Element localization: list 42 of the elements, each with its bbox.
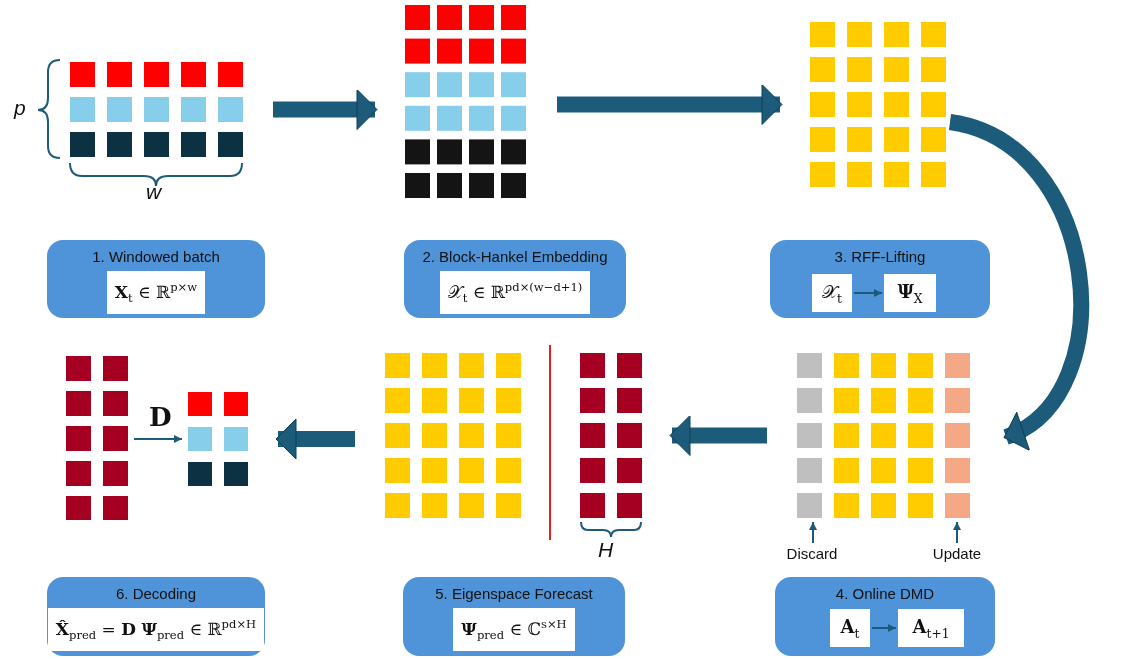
formula-box: A$_{t+1}$ <box>898 609 964 647</box>
arrow <box>273 89 378 130</box>
step-panel <box>775 577 995 656</box>
matrix-drawing <box>66 356 128 520</box>
arrow <box>133 435 183 443</box>
arrow <box>853 289 883 297</box>
matrix-drawing <box>188 392 248 486</box>
formula-box: 𝒳$_{t}$ <box>812 274 852 312</box>
arrow <box>953 521 961 544</box>
step-label: Discard <box>780 545 844 565</box>
formula: 𝒳$_{t}$ ∈ ℝ$^{pd×(w−d+1)}$ <box>439 271 591 315</box>
step-panel <box>404 240 626 318</box>
step-title: 6. Decoding <box>115 585 197 603</box>
dimension-label: w <box>146 180 162 204</box>
step-title: 1. Windowed batch <box>92 248 220 266</box>
step-panel <box>47 577 265 656</box>
matrix-drawing <box>405 5 527 198</box>
arrow <box>275 418 355 460</box>
formula-box: A$_{t}$ <box>830 609 870 647</box>
matrix-drawing <box>385 353 521 518</box>
step-label: Update <box>926 545 988 565</box>
dimension-label: p <box>14 96 26 120</box>
matrix-drawing <box>810 22 946 187</box>
matrix-drawing <box>580 353 642 518</box>
arrow <box>809 521 817 544</box>
arrow <box>871 624 897 632</box>
arrow <box>669 415 767 456</box>
dimension-label: H <box>598 538 614 562</box>
step-title: 5. Eigenspace Forecast <box>435 585 593 603</box>
formula: X$_{t}$ ∈ ℝ$^{p×w}$ <box>106 271 206 315</box>
step-title: 3. RFF-Lifting <box>834 248 926 266</box>
matrix-drawing <box>797 353 970 518</box>
arrow <box>557 84 783 125</box>
step-panel <box>770 240 990 318</box>
formula: X̂$_{pred}$ = D Ψ$_{pred}$ ∈ ℝ$^{pd×H}$ <box>47 608 265 652</box>
step-title: 4. Online DMD <box>835 585 935 603</box>
step-title: 2. Block-Hankel Embedding <box>422 248 608 266</box>
step-panel <box>403 577 625 656</box>
formula: Ψ$_{pred}$ ∈ ℂ$^{s×H}$ <box>453 608 575 652</box>
matrix-drawing <box>70 62 243 157</box>
step-panel <box>47 240 265 318</box>
formula-box: Ψ$_{X}$ <box>884 274 936 312</box>
